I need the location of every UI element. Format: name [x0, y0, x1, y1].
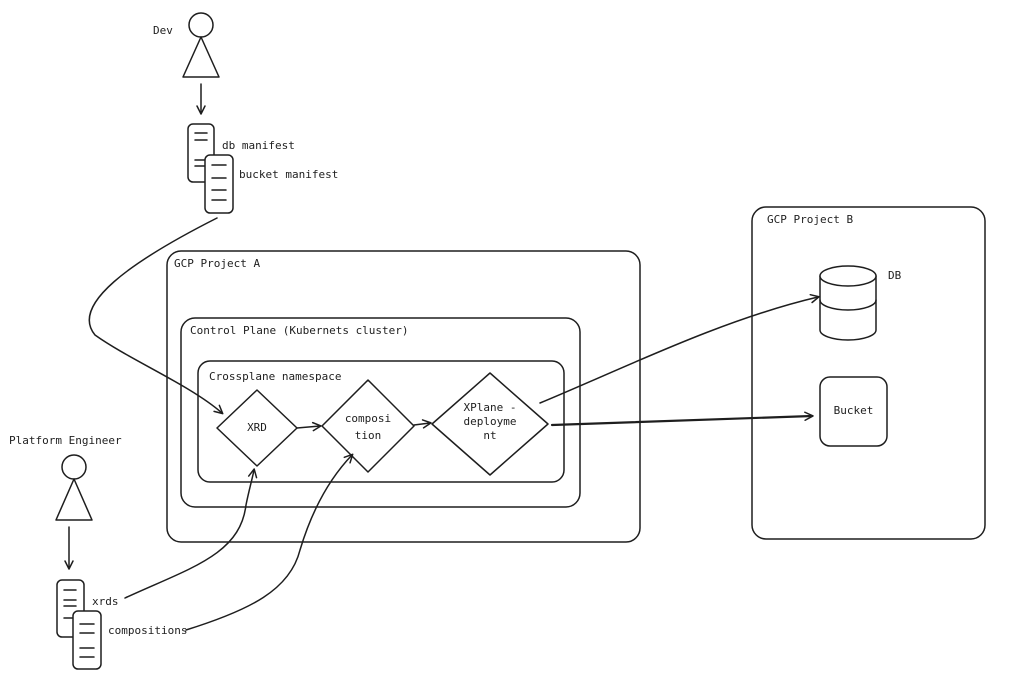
bucket-label: Bucket	[833, 404, 874, 417]
compositions-label: compositions	[108, 624, 188, 637]
gcp-project-a-box	[166, 250, 641, 543]
xplane-deployment-label-line1: XPlane -	[463, 401, 517, 414]
xrds-label: xrds	[92, 595, 119, 608]
crossplane-namespace-box	[197, 360, 565, 483]
control-plane-label: Control Plane (Kubernets cluster)	[190, 324, 409, 337]
dev-label: Dev	[153, 24, 173, 37]
xplane-deployment-label-line2: deployme	[463, 415, 517, 428]
composition-label-line2: tion	[354, 429, 382, 442]
bucket-manifest-document-icon	[204, 154, 234, 214]
crossplane-namespace-label: Crossplane namespace	[209, 370, 342, 383]
composition-label: composi tion	[338, 412, 398, 442]
database-cylinder-icon	[819, 265, 877, 341]
gcp-project-b-box	[751, 206, 986, 540]
manifests-to-xrd-arrow	[88, 217, 224, 415]
db-manifest-label: db manifest	[222, 139, 295, 152]
platform-engineer-person-icon	[55, 454, 93, 521]
xrd-to-composition-arrow	[296, 421, 322, 432]
xplane-deployment-label: XPlane - deployme nt	[455, 401, 525, 442]
dev-person-icon	[182, 12, 220, 78]
bucket-box	[819, 376, 888, 447]
composition-label-line1: composi	[344, 412, 392, 425]
control-plane-box	[180, 317, 581, 508]
xplane-to-bucket-arrow	[550, 411, 814, 427]
xplane-deployment-node-shape	[431, 372, 549, 476]
compositions-to-composition-arrow	[185, 453, 354, 631]
db-label: DB	[888, 269, 902, 282]
xplane-deployment-label-line3: nt	[483, 429, 497, 442]
bucket-manifest-label: bucket manifest	[239, 168, 339, 181]
xrd-label: XRD	[247, 421, 267, 434]
gcp-project-b-label: GCP Project B	[767, 213, 854, 226]
xrds-to-xrd-arrow	[124, 468, 258, 599]
xplane-to-db-arrow	[539, 293, 820, 404]
compositions-document-icon	[72, 610, 102, 670]
composition-to-xplane-arrow	[413, 419, 432, 429]
composition-node-shape	[321, 379, 415, 473]
xrd-node-shape	[216, 389, 298, 467]
platform-engineer-label: Platform Engineer	[9, 434, 122, 447]
gcp-project-a-label: GCP Project A	[174, 257, 261, 270]
